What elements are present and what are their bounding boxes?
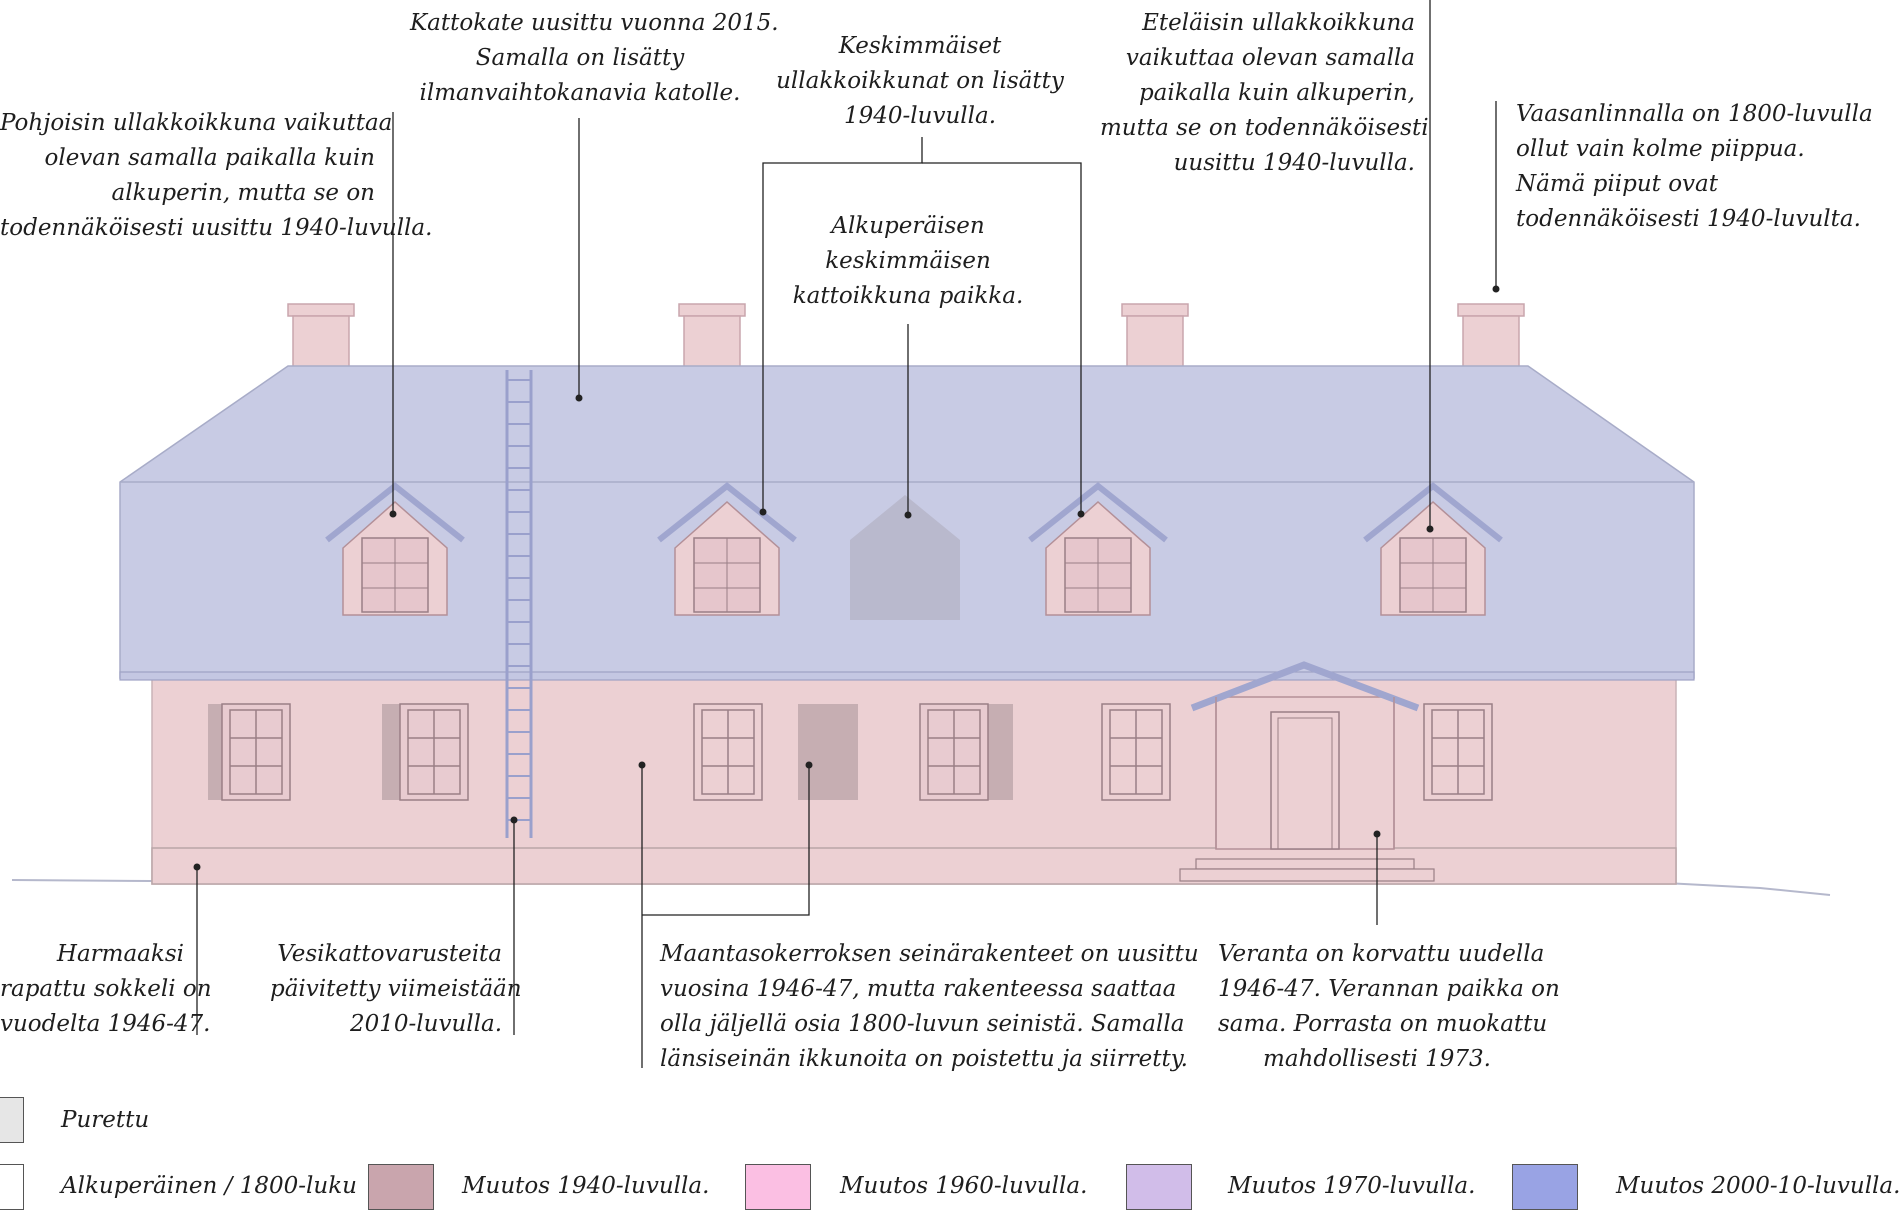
building-elevation-drawing — [11, 0, 1831, 1068]
leader-dots — [193, 285, 1500, 871]
window — [919, 703, 989, 801]
legend-label: Purettu — [61, 1107, 150, 1133]
legend-swatch — [0, 1097, 24, 1143]
annotation-roof-water-equipment: Vesikattovarusteita päivitetty viimeistä… — [270, 941, 522, 1037]
leader-dot — [193, 863, 201, 871]
removed-window-patch — [798, 704, 858, 800]
legend-label: Muutos 1960-luvulla. — [840, 1173, 1088, 1199]
annotation-north-dormer: Pohjoisin ullakkoikkuna vaikuttaa olevan… — [0, 110, 433, 241]
window — [1101, 703, 1171, 801]
legend-label: Muutos 2000-10-luvulla. — [1616, 1173, 1900, 1199]
plinth — [151, 847, 1677, 885]
leader-dot — [510, 816, 518, 824]
leader-dot — [389, 510, 397, 518]
annotation-veranda: Veranta on korvattu uudella 1946-47. Ver… — [1218, 941, 1560, 1072]
annotation-south-dormer: Eteläisin ullakkoikkuna vaikuttaa olevan… — [1100, 10, 1429, 176]
window — [693, 703, 763, 801]
original-roof-window-outline — [850, 495, 960, 620]
leader-dot — [1077, 510, 1085, 518]
annotation-chimneys: Vaasanlinnalla on 1800-luvulla ollut vai… — [1516, 101, 1873, 232]
annotation-plinth: Harmaaksi rapattu sokkeli on vuodelta 19… — [0, 941, 212, 1037]
dormer — [1028, 482, 1168, 616]
leader-line — [642, 765, 810, 916]
legend-swatch — [0, 1164, 24, 1210]
legend-label: Muutos 1970-luvulla. — [1228, 1173, 1476, 1199]
veranda — [1179, 661, 1435, 882]
leader-dot — [575, 394, 583, 402]
legend-swatch — [368, 1164, 434, 1210]
veranda-steps — [1195, 858, 1415, 870]
leader-dot — [1426, 525, 1434, 533]
leader-dot — [638, 761, 646, 769]
dormer — [325, 482, 465, 616]
leader-dot — [805, 761, 813, 769]
annotation-ground-floor-walls: Maantasokerroksen seinärakenteet on uusi… — [660, 941, 1199, 1072]
annotation-middle-dormers: Keskimmäiset ullakkoikkunat on lisätty 1… — [776, 33, 1064, 129]
roof-gutter — [119, 671, 1695, 681]
leader-dot — [759, 508, 767, 516]
leader-lines — [196, 0, 1497, 1068]
window — [399, 703, 469, 801]
legend-label: Alkuperäinen / 1800-luku — [61, 1173, 357, 1199]
leader-dot — [1373, 830, 1381, 838]
roof-ladder — [505, 370, 533, 838]
dormer — [1363, 482, 1503, 616]
legend-swatch — [1512, 1164, 1578, 1210]
leader-dot — [1492, 285, 1500, 293]
annotation-original-roof-window: Alkuperäisen keskimmäisen kattoikkuna pa… — [792, 213, 1024, 309]
leader-line — [762, 137, 923, 512]
legend-swatch — [1126, 1164, 1192, 1210]
annotation-roof-material: Kattokate uusittu vuonna 2015. Samalla o… — [410, 10, 779, 106]
leader-line — [922, 162, 1082, 514]
window — [221, 703, 291, 801]
legend-swatch — [745, 1164, 811, 1210]
leader-dot — [904, 511, 912, 519]
legend-label: Muutos 1940-luvulla. — [462, 1173, 710, 1199]
dormer — [657, 482, 797, 616]
window — [1423, 703, 1493, 801]
